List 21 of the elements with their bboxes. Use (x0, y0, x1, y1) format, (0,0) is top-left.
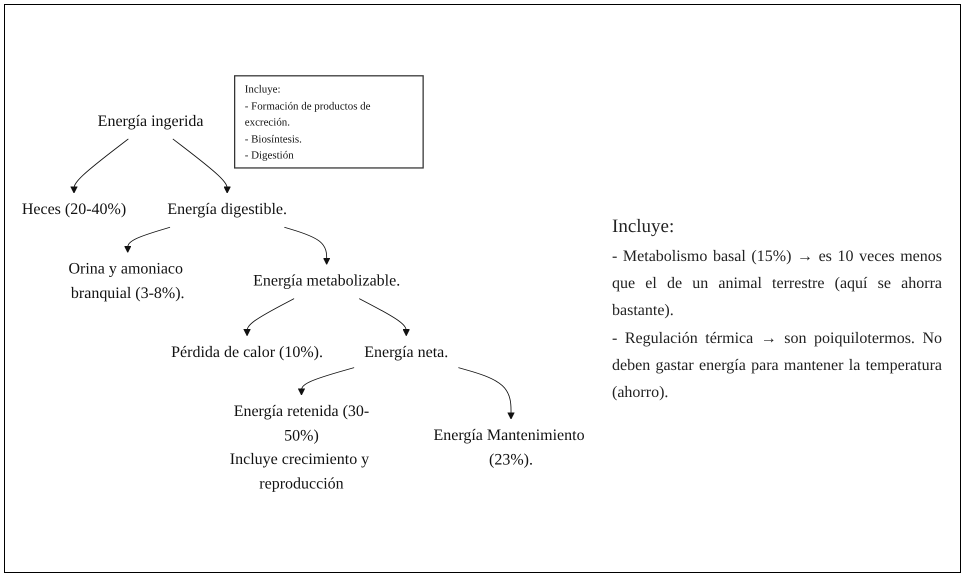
arrow (243, 298, 295, 336)
note-heading: Incluye: (612, 214, 676, 239)
node-text: Energía Mantenimiento (23%). (433, 426, 585, 468)
node-text: Energía retenida (30-50%) Incluye crecimiento y reproducción (230, 402, 370, 492)
node-text: Energía metabolizable. (253, 272, 400, 290)
arrow (298, 367, 355, 396)
node-box: Incluye: - Formación de productos de excreción. - Biosíntesis. - Digestión (234, 75, 424, 169)
arrow (284, 226, 330, 265)
node-text: Orina y amoniaco branquial (3-8%). (68, 260, 185, 302)
arrow (358, 298, 410, 336)
arrow (124, 226, 170, 253)
arrow (172, 138, 231, 194)
node-text: Energía digestible. (167, 200, 287, 218)
note-text: - Metabolismo basal (15%) → es 10 veces menos que el de un animal terrestre (aquí se ahorra bastante). (612, 247, 942, 322)
arrow (70, 138, 129, 194)
node-text: Energía ingerida (98, 112, 204, 130)
arrow (458, 367, 515, 420)
note-text: - Regulación térmica → son poiquilotermos. No deben gastar energía para mantener la temperatura (ahorro). (612, 328, 942, 404)
node-text: Pérdida de calor (10%). (171, 343, 323, 362)
node-text: Heces (20-40%) (22, 200, 126, 218)
node-text: Energía neta. (364, 343, 448, 362)
